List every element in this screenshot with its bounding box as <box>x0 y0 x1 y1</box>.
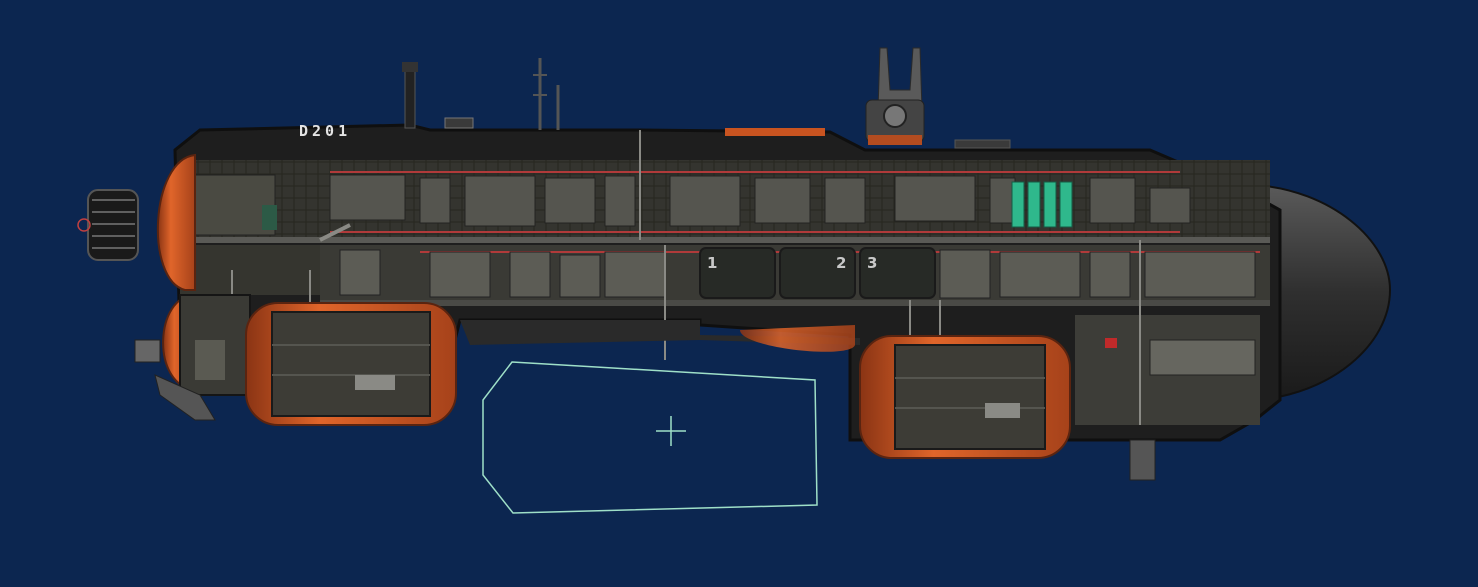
ballast-tank-label-1: 1 <box>707 254 718 272</box>
docking-pod-left <box>245 302 457 426</box>
hatch-top <box>444 117 1011 149</box>
docking-pod-right <box>859 335 1071 459</box>
docking-port-icon <box>134 339 1156 481</box>
hull-designation-label: D201 <box>299 122 352 140</box>
ballast-tank-label-3: 3 <box>867 254 878 272</box>
periscope-icon <box>402 62 418 129</box>
selection-outline[interactable] <box>482 361 818 514</box>
crosshair-icon <box>656 416 686 446</box>
ballast-tank-label-2: 2 <box>836 254 847 272</box>
reactor-icon <box>865 47 925 145</box>
antenna-mast <box>533 58 560 130</box>
aft-module <box>179 294 251 396</box>
nose-cone <box>1254 183 1392 402</box>
engine-propeller-icon <box>77 189 139 261</box>
keel <box>460 320 860 352</box>
